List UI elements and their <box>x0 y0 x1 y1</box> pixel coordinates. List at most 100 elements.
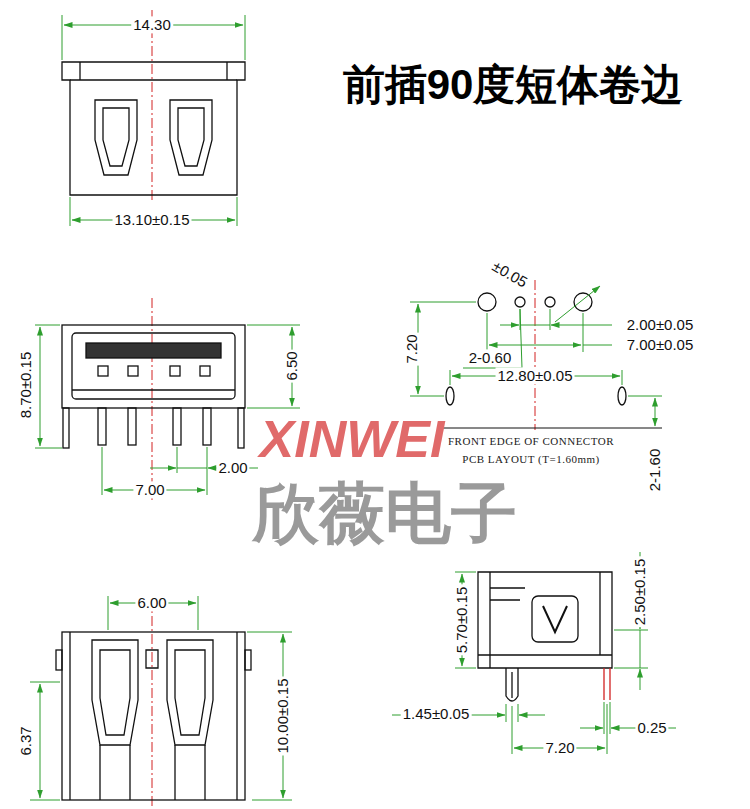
bottom-view <box>100 650 130 735</box>
front-view <box>128 408 136 445</box>
pcb-layout <box>440 293 662 428</box>
dimension-line <box>62 15 245 60</box>
pcb-layout <box>618 387 626 405</box>
front-view <box>173 408 181 445</box>
center-line <box>152 598 153 809</box>
dimension-line <box>583 345 612 346</box>
dimension-line <box>628 396 662 397</box>
dimension-label: 7.00±0.05 <box>625 336 696 353</box>
dimension-label: 8.70±0.15 <box>17 350 34 421</box>
watermark: XINWEI <box>260 410 445 470</box>
dimension-label: 7.00 <box>133 481 166 498</box>
dimension-line <box>177 447 178 473</box>
top-view <box>62 62 245 195</box>
note-label: FRONT EDGE OF CONNECTOR <box>446 435 616 448</box>
dimension-line <box>551 325 612 326</box>
dimension-line <box>519 715 545 716</box>
dimension-line <box>520 309 550 330</box>
dimension-line <box>614 630 648 668</box>
dimension-label: ±0.05 <box>488 256 533 292</box>
dimension-label: 14.30 <box>131 16 173 33</box>
side-view <box>506 668 518 701</box>
dimension-label: 5.70±0.15 <box>453 585 470 656</box>
front-view <box>98 366 108 376</box>
dimension-line <box>640 669 641 690</box>
bottom-view <box>92 640 138 745</box>
dimension-label: 2.00 <box>216 459 249 476</box>
bottom-view <box>175 650 205 735</box>
bottom-view <box>70 632 237 800</box>
dimension-line <box>640 630 641 668</box>
pcb-layout <box>574 293 592 311</box>
dimension-label: 6.50 <box>283 349 300 382</box>
dimension-label: 10.00±0.15 <box>274 677 291 756</box>
pcb-layout <box>515 297 525 307</box>
dimension-line <box>520 325 550 326</box>
dimension-label: 0.25 <box>635 719 668 736</box>
front-view <box>72 333 235 399</box>
side-view <box>478 572 612 668</box>
pcb-layout <box>545 297 555 307</box>
dimension-line <box>40 684 41 798</box>
dimension-line <box>655 398 656 426</box>
pcb-layout <box>446 387 454 405</box>
side-view <box>543 606 567 632</box>
front-view <box>98 408 106 445</box>
dimension-label: 2-1.60 <box>646 447 663 494</box>
dimension-label: 6.37 <box>17 724 34 757</box>
dimension-line <box>463 309 522 368</box>
pcb-layout <box>478 293 496 311</box>
front-view <box>86 343 221 358</box>
pcb-layout <box>440 428 662 429</box>
dimension-label: 12.80±0.05 <box>496 367 575 384</box>
front-view <box>63 408 69 448</box>
side-view <box>604 668 610 700</box>
dimension-label: 6.00 <box>135 594 168 611</box>
front-view <box>62 325 245 448</box>
side-view <box>532 596 578 642</box>
side-view <box>511 672 512 698</box>
dimension-line <box>500 325 519 326</box>
dimension-label: 7.20 <box>543 739 576 756</box>
dimension-label: 1.45±0.05 <box>401 705 472 722</box>
bottom-view <box>146 650 158 668</box>
side-view <box>490 588 525 600</box>
dimension-label: 2-0.60 <box>467 349 514 366</box>
title: 前插90度短体卷边 <box>343 61 684 109</box>
dimension-label: 7.20 <box>403 332 420 365</box>
watermark: 欣薇电子 <box>253 476 517 552</box>
top-view <box>178 108 204 166</box>
dimension-line <box>247 325 300 408</box>
side-view <box>478 572 612 701</box>
top-view <box>95 100 137 175</box>
dimension-line <box>487 313 583 352</box>
dimension-line <box>40 327 41 446</box>
top-view <box>170 100 212 175</box>
dimension-line <box>177 468 207 469</box>
bottom-view <box>56 650 62 670</box>
bottom-view <box>245 650 251 670</box>
top-view <box>103 108 129 166</box>
center-line <box>152 10 535 809</box>
front-view <box>72 389 235 390</box>
bottom-view <box>100 745 205 800</box>
dimension-line <box>555 286 600 322</box>
dimension-line <box>35 325 62 448</box>
top-view <box>62 62 245 195</box>
dimension-label: 2.00±0.05 <box>625 316 696 333</box>
front-view <box>62 325 245 408</box>
front-view <box>128 366 138 376</box>
front-view <box>170 366 180 376</box>
dimension-label: 2.50±0.15 <box>631 557 648 628</box>
dimension-line <box>489 345 581 346</box>
dimension-line <box>247 632 292 800</box>
dimension-line <box>150 468 176 469</box>
front-view <box>238 408 244 448</box>
top-view <box>70 62 237 80</box>
front-view <box>203 408 211 445</box>
dimension-line <box>580 728 603 729</box>
bottom-view <box>56 632 251 800</box>
dimension-label: 13.10±0.15 <box>113 211 192 228</box>
